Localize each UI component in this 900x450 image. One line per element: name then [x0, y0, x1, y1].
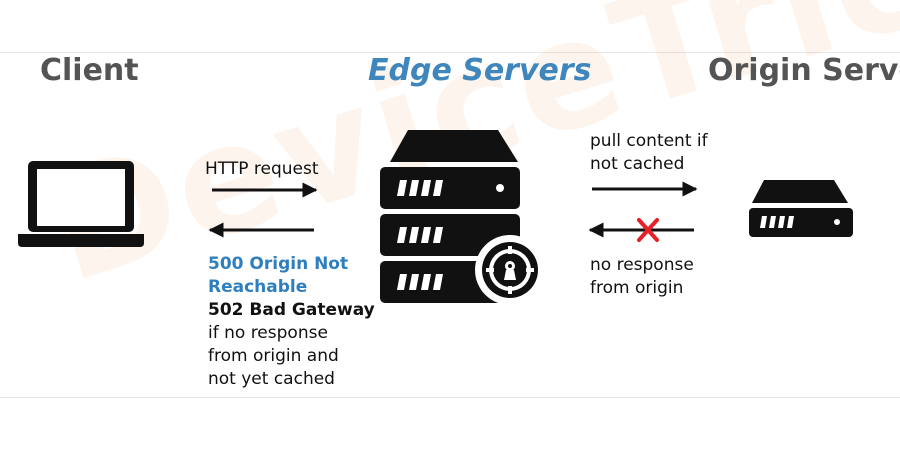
pull-content-label-line1: pull content if [590, 131, 708, 151]
bottom-divider [0, 397, 900, 398]
error-note-line3: not yet cached [208, 369, 335, 389]
http-request-label: HTTP request [205, 159, 319, 179]
error-500-label-line2: Reachable [208, 277, 308, 297]
network-lock-icon [475, 235, 545, 305]
origin-server-icon [749, 180, 853, 237]
origin-server-heading: Origin Server [708, 53, 900, 88]
no-response-label-line1: no response [590, 255, 694, 275]
client-heading: Client [40, 53, 139, 88]
edge-server-stack-icon [380, 130, 520, 303]
no-response-label-line2: from origin [590, 278, 684, 298]
error-note-line1: if no response [208, 323, 328, 343]
top-divider [0, 52, 900, 53]
error-502-label: 502 Bad Gateway [208, 300, 375, 320]
pull-content-label-line2: not cached [590, 154, 685, 174]
edge-servers-heading: Edge Servers [368, 53, 592, 88]
failure-cross-icon [637, 218, 659, 242]
error-500-label-line1: 500 Origin Not [208, 254, 349, 274]
error-note-line2: from origin and [208, 346, 339, 366]
laptop-icon [18, 161, 144, 247]
